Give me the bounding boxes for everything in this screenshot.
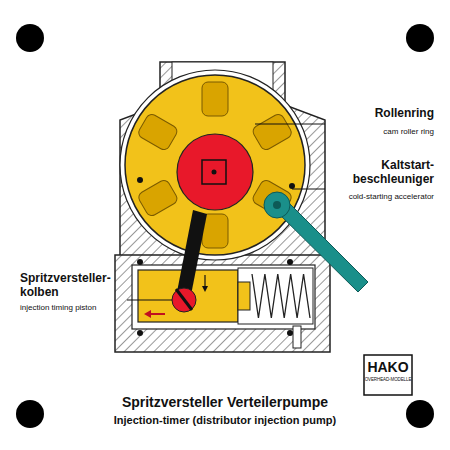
mounting-hole <box>406 400 434 428</box>
spring-chamber <box>238 268 313 324</box>
part-name: Spritzversteller- kolben <box>20 272 124 300</box>
roller <box>137 112 179 152</box>
roller <box>202 82 228 116</box>
mounting-hole <box>16 400 44 428</box>
roller <box>251 178 293 218</box>
mounting-hole <box>406 24 434 52</box>
diagram-caption: Injection-timer (distributor injection p… <box>50 414 400 427</box>
lever-tip <box>176 289 192 310</box>
ring-bore <box>120 70 310 260</box>
spring-seat <box>238 282 250 310</box>
logo-subtext: OVERHEAD-MODELLE <box>364 377 412 382</box>
roller-group <box>137 82 294 248</box>
drive-square <box>202 160 226 184</box>
leader-line <box>127 300 172 301</box>
pin <box>289 183 295 189</box>
direction-arrowhead <box>144 310 151 318</box>
return-spring <box>252 274 310 318</box>
port <box>293 326 301 348</box>
logo-text: HAKO <box>364 359 412 375</box>
cold-start-pivot <box>273 201 281 209</box>
part-name: Kaltstart- beschleuniger <box>330 159 434 187</box>
leader-line <box>255 124 325 125</box>
diagram-title: Spritzversteller Verteilerpumpe <box>50 394 400 410</box>
shaft-centre <box>212 170 217 175</box>
cold-start-cam <box>264 192 290 218</box>
part-name-english: injection timing piston <box>20 303 130 312</box>
part-name: Rollenring <box>330 107 434 121</box>
cam-plate <box>177 134 253 210</box>
piston-bore <box>132 265 315 329</box>
seal <box>137 259 143 265</box>
roller <box>137 178 179 218</box>
cam-roller-ring <box>125 75 305 255</box>
direction-arrowhead <box>202 286 208 292</box>
leader-line <box>292 189 325 190</box>
timing-lever <box>176 210 207 300</box>
lever-pin <box>172 288 196 312</box>
pin <box>137 177 143 183</box>
logo-frame <box>364 355 412 395</box>
roller <box>251 112 293 152</box>
mounting-hole <box>16 24 44 52</box>
seal <box>287 330 293 336</box>
seal <box>287 259 293 265</box>
timer-housing <box>115 255 330 352</box>
seal <box>137 330 143 336</box>
part-name-english: cold-starting accelerator <box>318 192 434 201</box>
part-name-english: cam roller ring <box>330 127 434 136</box>
